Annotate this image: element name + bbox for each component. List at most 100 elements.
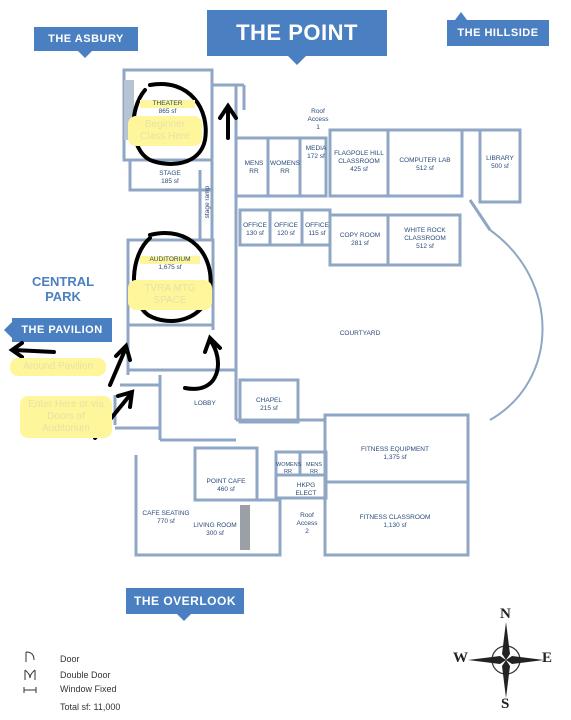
lobby-label: LOBBY: [194, 400, 216, 407]
library-size: 500 sf: [491, 163, 509, 171]
fitness-equipment-size: 1,375 sf: [383, 454, 407, 462]
office2-label: OFFICE 120 sf: [271, 222, 301, 238]
media-name: MEDIA: [305, 145, 327, 152]
chapel-size: 215 sf: [260, 405, 278, 413]
fitness-classroom-name: FITNESS CLASSROOM: [359, 514, 431, 521]
library-outline: [478, 128, 522, 204]
computer-lab-label: COMPUTER LAB 512 sf: [392, 157, 458, 173]
chapel-label: CHAPEL 215 sf: [240, 397, 298, 413]
library-label: LIBRARY 500 sf: [480, 155, 520, 171]
stage-size: 185 sf: [161, 178, 179, 186]
tvra-mtg-note: TVRA MTG SPACE: [128, 280, 212, 310]
womens-rr-size: RR: [280, 168, 290, 176]
restroom-block-outline: [234, 136, 328, 198]
flagpole-size: 425 sf: [350, 166, 368, 174]
theater-size: 865 sf: [158, 108, 177, 116]
fitness-classroom-label: FITNESS CLASSROOM 1,130 sf: [345, 514, 445, 530]
compass-rose-icon: [468, 622, 544, 698]
mens-rr-name: MENS: [244, 160, 264, 167]
pavilion-arrow-marking: [8, 341, 56, 359]
mens-rr2-name: MENS: [306, 462, 322, 468]
page-title: THE POINT: [236, 20, 358, 45]
point-cafe-name: POINT CAFE: [206, 478, 246, 485]
roof-access-1-label: Roof Access 1: [307, 108, 329, 132]
office1-label: OFFICE 130 sf: [240, 222, 270, 238]
point-cafe-size: 460 sf: [217, 486, 235, 494]
auditorium-name: AUDITORIUM: [140, 256, 200, 265]
office3-size: 115 sf: [308, 230, 326, 238]
fitness-classroom-outline: [323, 480, 470, 557]
womens-rr2-name: WOMENS: [276, 462, 302, 468]
hkpg-label: HKPG ELECT: [288, 482, 324, 498]
legend-window: Window Fixed: [60, 684, 117, 694]
auditorium-label: AUDITORIUM 1,675 sf: [140, 256, 200, 272]
title-tag-pointer: [288, 56, 306, 65]
point-cafe-label: POINT CAFE 460 sf: [198, 478, 254, 494]
roof-access-2-label: Roof Access 2: [296, 512, 318, 536]
asbury-label: THE ASBURY: [48, 33, 124, 45]
theater-column: [124, 80, 134, 140]
office1-name: OFFICE: [243, 222, 267, 229]
white-rock-outline: [386, 213, 462, 267]
pavilion-tag: THE PAVILION: [12, 318, 112, 342]
theater-name: THEATER: [140, 100, 195, 109]
courtyard-edge: [489, 229, 544, 421]
mens-rr-label: MENS RR: [240, 160, 268, 176]
overlook-pointer: [177, 614, 191, 621]
white-rock-name: WHITE ROCK CLASSROOM: [404, 227, 446, 243]
office3-name: OFFICE: [305, 222, 329, 229]
office3-label: OFFICE 115 sf: [302, 222, 332, 238]
copy-room-name: COPY ROOM: [339, 232, 381, 239]
asbury-tag: THE ASBURY: [34, 27, 138, 51]
hillside-tag: THE HILLSIDE: [447, 20, 549, 46]
womens-rr2-label: WOMENS RR: [276, 462, 302, 476]
womens-rr2-size: RR: [284, 468, 292, 475]
central-park-label: CENTRAL PARK: [31, 274, 95, 304]
cafe-seating-size: 770 sf: [157, 518, 175, 526]
copy-room-size: 281 sf: [351, 240, 369, 248]
overlook-label: THE OVERLOOK: [133, 594, 236, 608]
hillside-label: THE HILLSIDE: [457, 27, 539, 39]
office1-size: 130 sf: [246, 230, 264, 238]
living-room-column: [240, 505, 250, 550]
legend-icons: [23, 651, 37, 693]
mens-rr-size: RR: [249, 168, 259, 176]
stage-name: STAGE: [159, 170, 181, 177]
chapel-name: CHAPEL: [255, 397, 282, 404]
library-name: LIBRARY: [486, 155, 514, 162]
lobby-arrow-marking: [183, 334, 222, 391]
door-icon: [25, 651, 35, 662]
media-label: MEDIA 172 sf: [302, 145, 330, 161]
compass-e: E: [542, 650, 553, 666]
mens-rr2-size: RR: [310, 468, 318, 475]
white-rock-label: WHITE ROCK CLASSROOM 512 sf: [392, 227, 458, 251]
womens-rr-label: WOMENS RR: [270, 160, 300, 176]
fitness-equipment-label: FITNESS EQUIPMENT 1,375 sf: [345, 446, 445, 462]
legend-double-door: Double Door: [60, 670, 111, 680]
living-room-label: LIVING ROOM 300 sf: [186, 522, 244, 538]
compass-n: N: [500, 606, 511, 622]
fitness-classroom-size: 1,130 sf: [383, 522, 407, 530]
legend-total: Total sf: 11,000: [60, 702, 121, 712]
womens-rr-name: WOMENS: [270, 160, 300, 167]
overlook-tag: THE OVERLOOK: [126, 588, 244, 614]
double-door-icon: [24, 669, 36, 680]
theater-arrow-marking: [218, 102, 238, 140]
hillside-pointer: [455, 12, 467, 20]
cafe-seating-name: CAFE SEATING: [142, 510, 190, 517]
auditorium-circle-marking: [132, 231, 213, 323]
compass-s: S: [501, 696, 510, 712]
living-room-name: LIVING ROOM: [193, 522, 237, 529]
copy-room-label: COPY ROOM 281 sf: [332, 232, 388, 248]
asbury-pointer: [78, 51, 92, 58]
point-cafe-outline: [193, 446, 259, 502]
flagpole-name: FLAGPOLE HILL CLASSROOM: [334, 150, 384, 166]
window-fixed-icon: [23, 687, 37, 693]
flagpole-label: FLAGPOLE HILL CLASSROOM 425 sf: [333, 150, 385, 174]
chapel-outline: [238, 378, 300, 424]
white-rock-size: 512 sf: [416, 243, 434, 251]
living-room-size: 300 sf: [206, 530, 224, 538]
hkpg-size: ELECT: [295, 490, 317, 498]
office2-name: OFFICE: [274, 222, 298, 229]
